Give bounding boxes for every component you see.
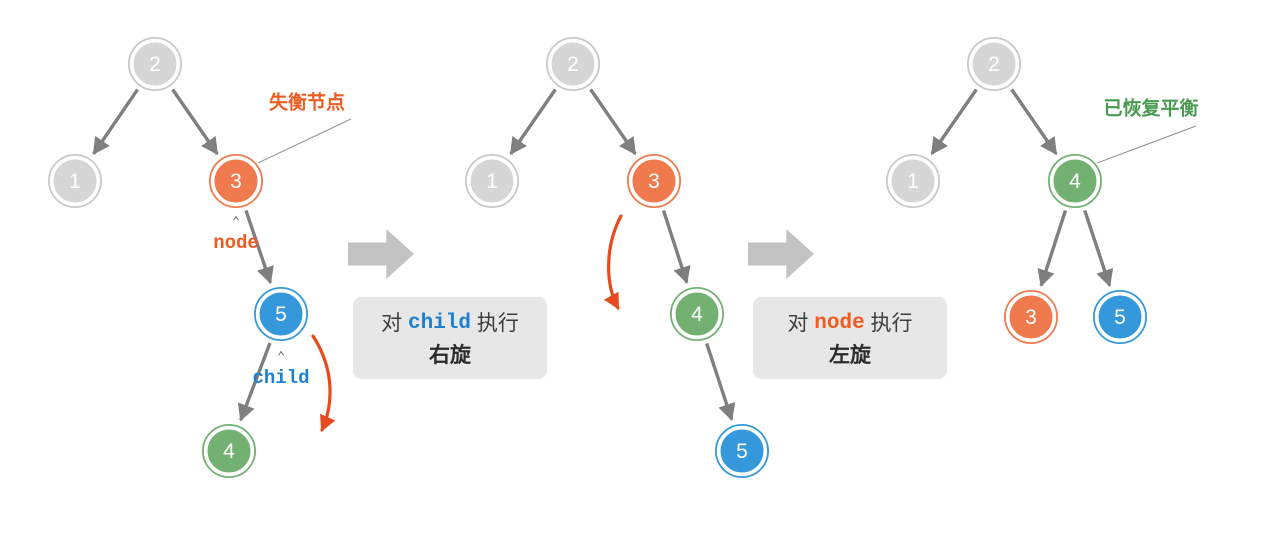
tree-node-5[interactable]: 5 [253,286,308,341]
tree-nodes-layer: 2 1 3 5 4 2 1 3 4 5 2 1 4 3 5 [48,37,1148,478]
node-ring [886,153,941,208]
node-value: 4 [691,303,703,326]
node-disc [467,156,517,206]
tree-node-3[interactable]: 3 [627,153,682,208]
node-disc [1095,292,1145,342]
tree-node-4[interactable]: 4 [201,423,256,478]
tree-edge [1037,209,1068,287]
tree-node-4[interactable]: 4 [670,286,725,341]
node-value: 1 [486,170,498,193]
node-disc [717,426,767,476]
node-ring [48,153,103,208]
tree-node-2[interactable]: 2 [127,37,182,92]
rotation-arrows-layer [311,214,623,432]
transition-right-rotation-arrow-icon [348,229,414,279]
node-disc [548,39,598,89]
transition-left-rotation-arrow-icon [748,229,814,279]
tree-edge [244,209,274,285]
rebalanced-label: 已恢复平衡 [1103,97,1198,120]
node-ring [670,286,725,341]
node-ring [627,153,682,208]
node-value: 3 [230,170,242,193]
tree-edges-layer [92,88,1114,422]
node-value: 1 [69,170,81,193]
transition-left-rotation-label-box [753,297,947,379]
node-ring [464,153,519,208]
node-ring [127,37,182,92]
caret-icon: ⌃ [277,350,285,365]
node-disc [50,156,100,206]
tree-node-3[interactable]: 3 [208,153,263,208]
transition-right-rotation-line2: 右旋 [429,343,472,367]
node-ring [253,286,308,341]
node-ring [1048,153,1103,208]
right-rotation-arrow [311,334,336,432]
tree-node-5[interactable]: 5 [715,423,770,478]
node-disc [204,426,254,476]
annotation-leader-line [257,118,352,164]
node-value: 2 [567,53,579,76]
child-variable-label: child [252,367,309,389]
tree-node-1[interactable]: 1 [464,153,519,208]
node-disc [130,39,180,89]
node-value: 2 [988,53,1000,76]
node-value: 1 [907,170,919,193]
transition-right-rotation-line1: 对 child 执行 [381,312,519,335]
tree-node-2[interactable]: 2 [967,37,1022,92]
node-ring [1093,289,1148,344]
node-value: 2 [149,53,161,76]
transition-left-rotation-line1: 对 node 执行 [787,312,912,335]
tree-node-3[interactable]: 3 [1004,289,1059,344]
tree-edge [1083,209,1114,287]
tree-edge [92,88,139,155]
node-value: 3 [1025,306,1037,329]
tree-edge [1010,88,1058,155]
tree-edge [661,209,691,284]
tree-edge [509,88,557,155]
transition-left-rotation-line2: 左旋 [829,343,872,367]
node-ring [201,423,256,478]
node-disc [256,289,306,339]
node-value: 4 [1069,170,1081,193]
transition-right-rotation-label-box [353,297,547,379]
annotations-layer: 失衡节点 ⌃ node ⌃ child 已恢复平衡 [213,91,1198,390]
tree-node-5[interactable]: 5 [1093,289,1148,344]
node-value: 4 [223,440,235,463]
node-disc [629,156,679,206]
tree-node-1[interactable]: 1 [48,153,103,208]
annotation-leader-line [1096,125,1197,164]
tree-edge [930,88,978,155]
tree-node-1[interactable]: 1 [886,153,941,208]
node-disc [211,156,261,206]
tree-edge [705,342,736,421]
tree-edge [589,88,637,155]
node-disc [672,289,722,339]
node-disc [1050,156,1100,206]
node-variable-label: node [213,232,259,254]
node-value: 5 [1114,306,1126,329]
node-value: 5 [275,303,287,326]
tree-node-2[interactable]: 2 [546,37,601,92]
node-ring [1004,289,1059,344]
node-ring [715,423,770,478]
left-rotation-arrow [603,214,623,310]
tree-edge [171,88,219,155]
node-disc [969,39,1019,89]
node-ring [208,153,263,208]
tree-edge [237,342,272,422]
node-ring [546,37,601,92]
node-disc [888,156,938,206]
caret-icon: ⌃ [232,215,240,230]
node-value: 5 [736,440,748,463]
node-ring [967,37,1022,92]
unbalanced-node-label: 失衡节点 [269,91,345,114]
node-disc [1006,292,1056,342]
tree-node-4[interactable]: 4 [1048,153,1103,208]
node-value: 3 [648,170,660,193]
